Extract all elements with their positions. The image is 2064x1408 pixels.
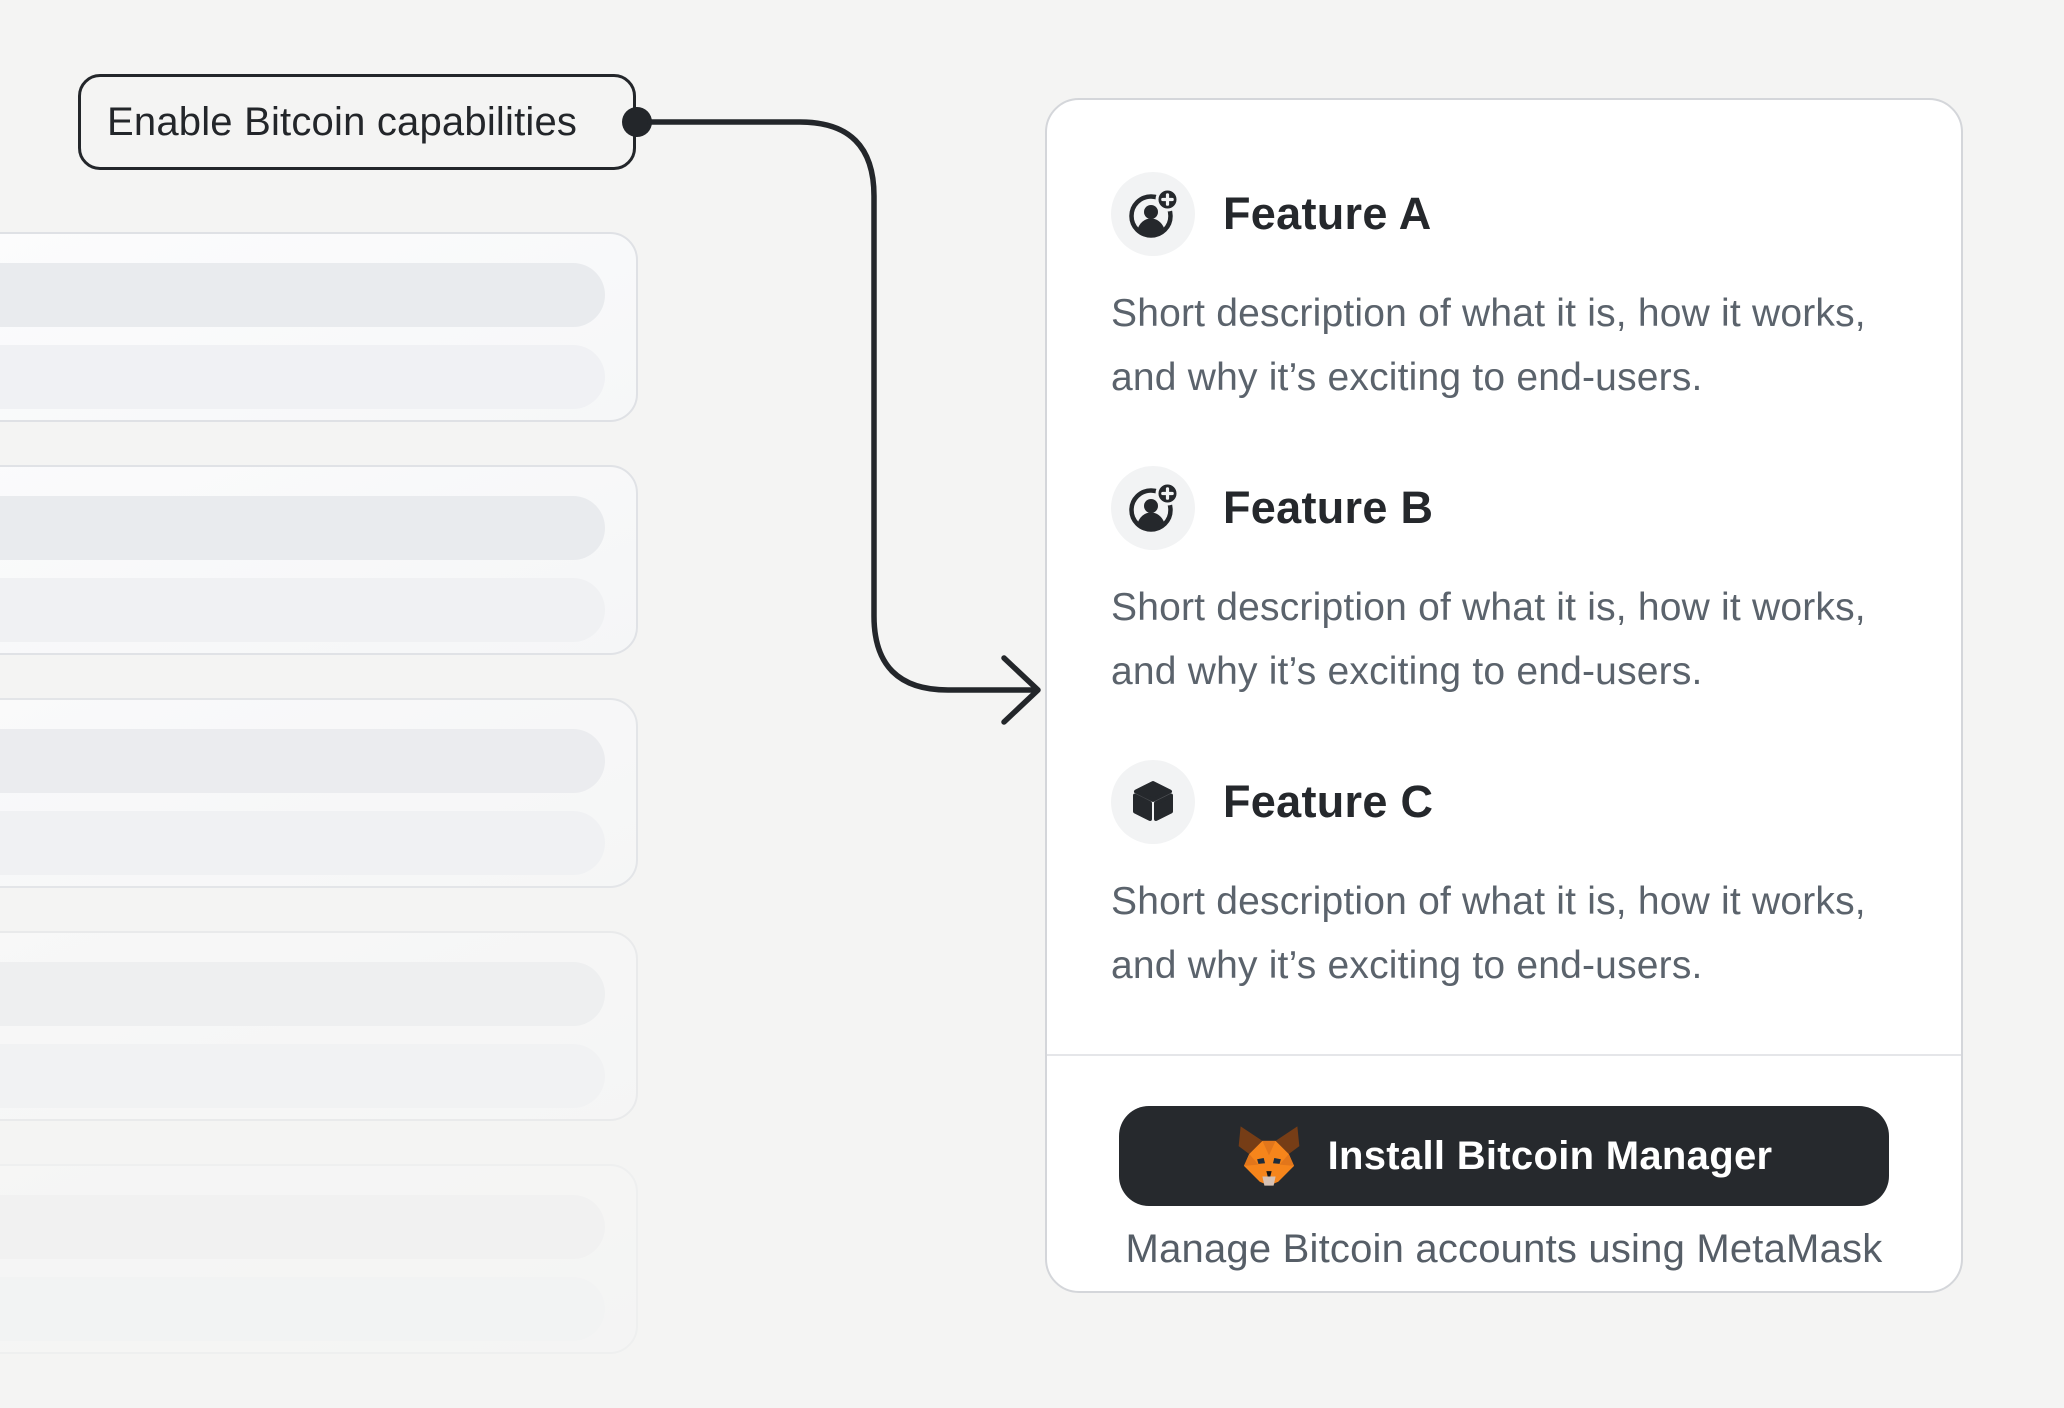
feature-header: Feature C: [1111, 760, 1897, 844]
features-card: Feature A Short description of what it i…: [1045, 98, 1963, 1293]
metamask-fox-icon: [1236, 1125, 1302, 1187]
features-list: Feature A Short description of what it i…: [1047, 100, 1961, 1054]
feature-item-a: Feature A Short description of what it i…: [1111, 172, 1897, 410]
feature-title: Feature B: [1223, 482, 1434, 533]
feature-description: Short description of what it is, how it …: [1111, 586, 1866, 693]
skeleton-bar: [0, 1044, 605, 1108]
feature-header: Feature A: [1111, 172, 1897, 256]
feature-description: Short description of what it is, how it …: [1111, 880, 1866, 987]
card-footer: Install Bitcoin Manager Manage Bitcoin a…: [1047, 1054, 1961, 1297]
callout-label-text: Enable Bitcoin capabilities: [107, 99, 578, 144]
cube-icon: [1111, 760, 1195, 844]
skeleton-card: [0, 698, 638, 888]
skeleton-bar: [0, 345, 605, 409]
skeleton-bar: [0, 729, 605, 793]
footer-caption: Manage Bitcoin accounts using MetaMask: [1125, 1227, 1883, 1271]
feature-description: Short description of what it is, how it …: [1111, 292, 1866, 399]
add-user-icon: [1111, 172, 1195, 256]
skeleton-card-list: [0, 232, 638, 1397]
add-user-icon: [1111, 466, 1195, 550]
skeleton-bar: [0, 263, 605, 327]
feature-title: Feature C: [1223, 776, 1434, 827]
skeleton-bar: [0, 496, 605, 560]
skeleton-bar: [0, 1195, 605, 1259]
callout-label: Enable Bitcoin capabilities: [78, 74, 636, 170]
skeleton-bar: [0, 962, 605, 1026]
install-bitcoin-manager-button[interactable]: Install Bitcoin Manager: [1119, 1106, 1889, 1206]
skeleton-card: [0, 1164, 638, 1354]
feature-title: Feature A: [1223, 188, 1432, 239]
skeleton-bar: [0, 578, 605, 642]
feature-item-c: Feature C Short description of what it i…: [1111, 760, 1897, 998]
arrowhead-icon: [1001, 655, 1041, 725]
install-button-label: Install Bitcoin Manager: [1327, 1133, 1773, 1178]
skeleton-bar: [0, 1277, 605, 1341]
feature-item-b: Feature B Short description of what it i…: [1111, 466, 1897, 704]
skeleton-card: [0, 931, 638, 1121]
skeleton-bar: [0, 811, 605, 875]
skeleton-card: [0, 232, 638, 422]
skeleton-card: [0, 465, 638, 655]
feature-header: Feature B: [1111, 466, 1897, 550]
